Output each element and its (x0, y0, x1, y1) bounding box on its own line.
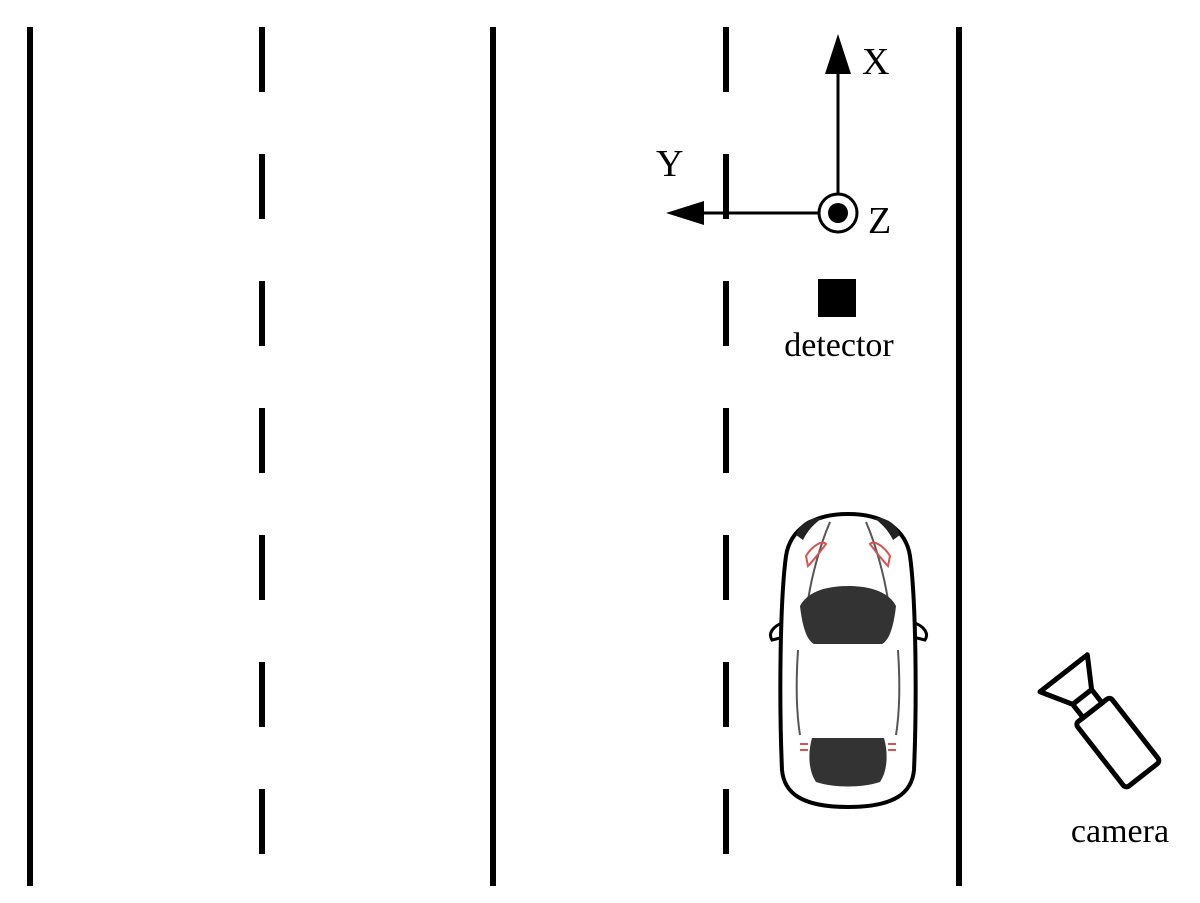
y-axis-arrowhead (666, 201, 704, 225)
car-hood-line-left (807, 521, 831, 601)
camera-label: camera (1071, 813, 1169, 850)
car-front-left-corner (796, 517, 822, 540)
car-left-taillight (800, 743, 808, 751)
car-right-taillight (888, 743, 896, 751)
z-axis-dot (828, 203, 848, 223)
z-axis-label: Z (868, 200, 891, 242)
detector: detector (784, 279, 894, 364)
car-side-line-right (895, 649, 901, 736)
x-axis-label: X (862, 41, 889, 83)
camera: camera (1037, 652, 1169, 850)
car-front-right-corner (874, 517, 900, 540)
camera-icon (1037, 652, 1162, 790)
car-windshield (800, 586, 896, 644)
x-axis-arrowhead (825, 34, 851, 74)
car-right-headlight (868, 541, 892, 569)
coordinate-axes-icon: X Y Z (656, 34, 891, 242)
car-rear-window (809, 738, 887, 787)
car-icon (769, 511, 928, 810)
camera-lens (1037, 652, 1095, 707)
car-hood-line-right (865, 521, 889, 601)
car-body (778, 511, 918, 810)
detector-icon (818, 279, 856, 317)
y-axis-label: Y (656, 143, 683, 185)
car-side-line-left (795, 649, 801, 736)
lane-lines (27, 27, 962, 886)
car-left-headlight (804, 541, 828, 569)
detector-label: detector (784, 327, 894, 364)
